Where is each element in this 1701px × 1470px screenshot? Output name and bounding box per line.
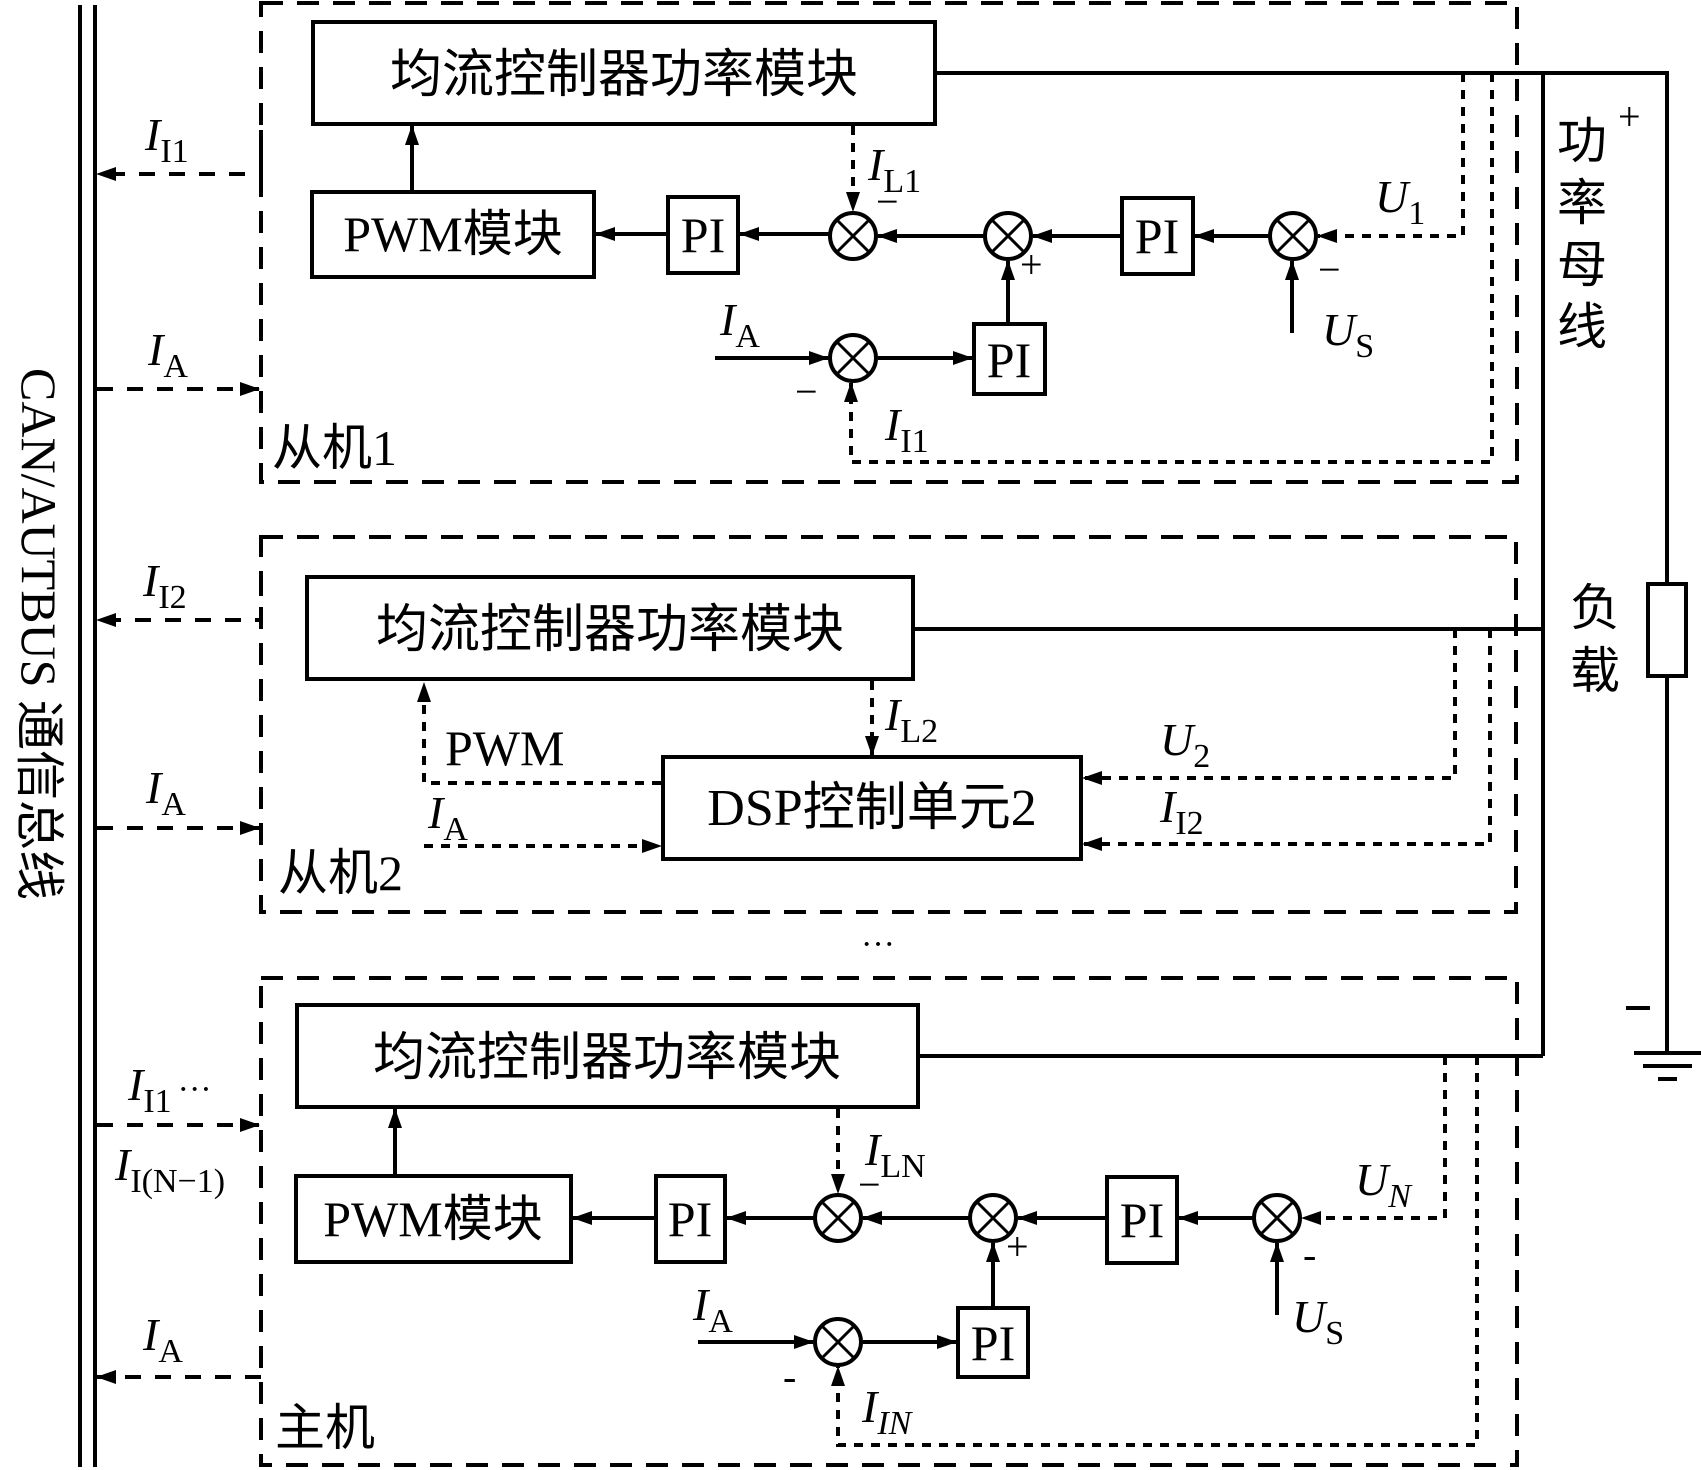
slave1-pi-voltage [1120, 196, 1195, 276]
slave2-to-bus-label: II2 [142, 555, 187, 616]
slave2-pwm-label: PWM [445, 720, 564, 776]
svg-text:母: 母 [1557, 237, 1607, 293]
slave1-sum-voltage-icon [1268, 211, 1318, 261]
svg-text:率: 率 [1557, 175, 1607, 231]
slave1-power-module-label: 均流控制器功率模块 [390, 47, 858, 104]
slave1-il-label: IL1 [867, 139, 921, 200]
slave1-to-bus-label: II1 [144, 109, 189, 170]
master-boundary [259, 976, 1519, 1467]
master-sum-ref-icon [968, 1193, 1018, 1243]
master-us-label: US [1292, 1291, 1344, 1352]
slave1-pi-current [666, 195, 740, 275]
slave2-dsp-unit [661, 755, 1083, 861]
slave2-ia-in-label: IA [427, 787, 468, 848]
slave1-ii-to-bus-arrow [96, 130, 263, 181]
sign: − [876, 179, 899, 224]
power-bus [1541, 71, 1669, 1056]
more-slaves-ellipsis: ··· [861, 926, 895, 963]
slave1-ia-in-label: IA [719, 294, 760, 355]
master-pi-share-label: PI [971, 1315, 1015, 1371]
slave1-sum-share-icon [828, 333, 878, 383]
slave2-power-module-label: 均流控制器功率模块 [376, 602, 844, 659]
sign: − [858, 1162, 881, 1207]
slave2-boundary [259, 535, 1518, 914]
slave1-boundary [259, 1, 1519, 484]
slave1-sum-current-icon [828, 211, 878, 261]
sign: - [1303, 1232, 1316, 1277]
slave2-title: 从机2 [278, 845, 403, 901]
slave1-u-label: U1 [1375, 171, 1425, 232]
can-bus [78, 5, 97, 1467]
master-power-module-label: 均流控制器功率模块 [373, 1030, 841, 1087]
master-from-bus-label: II1··· [127, 1059, 212, 1120]
slave2-u-feedback [1082, 629, 1457, 785]
sign: + [1020, 242, 1043, 287]
slave2-ii-label: II2 [1159, 781, 1204, 842]
master-to-bus-label: IA [142, 1309, 183, 1370]
slave2-from-bus-label: IA [145, 762, 186, 823]
slave2-dsp-label: DSP控制单元2 [707, 780, 1036, 837]
master-pwm-module-label: PWM模块 [323, 1191, 542, 1247]
slave1-pi-current-label: PI [681, 207, 725, 263]
svg-text:载: 载 [1570, 643, 1620, 699]
master-ii-feedback [831, 1056, 1479, 1447]
slave1-ii-feedback [844, 73, 1494, 464]
master-title: 主机 [275, 1400, 375, 1456]
slave1-u-feedback [1317, 73, 1465, 243]
slave1-us-label: US [1322, 304, 1374, 365]
positive-terminal: + [1618, 94, 1641, 139]
master-region: 主机 II1··· II(N−1) IA 均流控制器功率模块 PWM模块 PI … [96, 976, 1543, 1467]
master-sum-voltage-icon [1252, 1193, 1302, 1243]
master-pi-voltage [1105, 1175, 1179, 1265]
slave2-ii-feedback [1082, 629, 1492, 851]
slave1-from-bus-label: IA [147, 324, 188, 385]
load-label: 负 载 [1570, 580, 1620, 699]
slave1-sum-ref-icon [983, 211, 1033, 261]
svg-text:负: 负 [1570, 580, 1620, 636]
master-power-module [295, 1003, 920, 1109]
slave2-u-label: U2 [1160, 714, 1210, 775]
power-bus-label: 功 率 母 线 [1557, 113, 1607, 355]
master-pi-current [654, 1174, 727, 1264]
sign: − [1318, 247, 1341, 292]
slave1-pi-voltage-label: PI [1135, 208, 1179, 264]
master-sum-current-icon [813, 1193, 863, 1243]
slave1-ii-label: II1 [884, 399, 929, 460]
slave1-region: 从机1 II1 IA 均流控制器功率模块 PWM模块 PI IL1 − + PI [96, 1, 1543, 484]
load-resistor-icon [1646, 582, 1688, 678]
ground-icon [1634, 1051, 1701, 1081]
slave1-pi-share-label: PI [987, 332, 1031, 388]
master-ia-in-label: IA [692, 1279, 733, 1340]
slave2-ii-to-bus-arrow [96, 580, 263, 627]
slave2-il-label: IL2 [884, 689, 938, 750]
sign: + [1006, 1224, 1029, 1269]
can-bus-label: CAN/AUTBUS 通信总线 [11, 368, 67, 900]
slave1-pwm-module [310, 190, 596, 279]
master-u-label: UN [1355, 1154, 1413, 1215]
master-pi-voltage-label: PI [1120, 1192, 1164, 1248]
svg-text:功: 功 [1557, 113, 1607, 169]
slave1-title: 从机1 [272, 420, 397, 476]
master-from-bus-label-2: II(N−1) [114, 1139, 225, 1200]
slave1-pwm-module-label: PWM模块 [343, 206, 562, 262]
sign: − [795, 369, 818, 414]
master-ii-label: IIN [861, 1381, 914, 1442]
master-pi-current-label: PI [668, 1191, 712, 1247]
master-pwm-module [294, 1174, 573, 1264]
slave1-power-module [311, 20, 937, 126]
slave2-region: 从机2 II2 IA 均流控制器功率模块 DSP控制单元2 PWM IA IL2… [96, 535, 1543, 914]
master-u-feedback [1301, 1056, 1447, 1225]
slave2-power-module [305, 575, 915, 681]
sign: - [783, 1354, 796, 1399]
master-il-label: ILN [864, 1124, 926, 1185]
master-sum-share-icon [813, 1317, 863, 1367]
svg-text:线: 线 [1557, 299, 1607, 355]
